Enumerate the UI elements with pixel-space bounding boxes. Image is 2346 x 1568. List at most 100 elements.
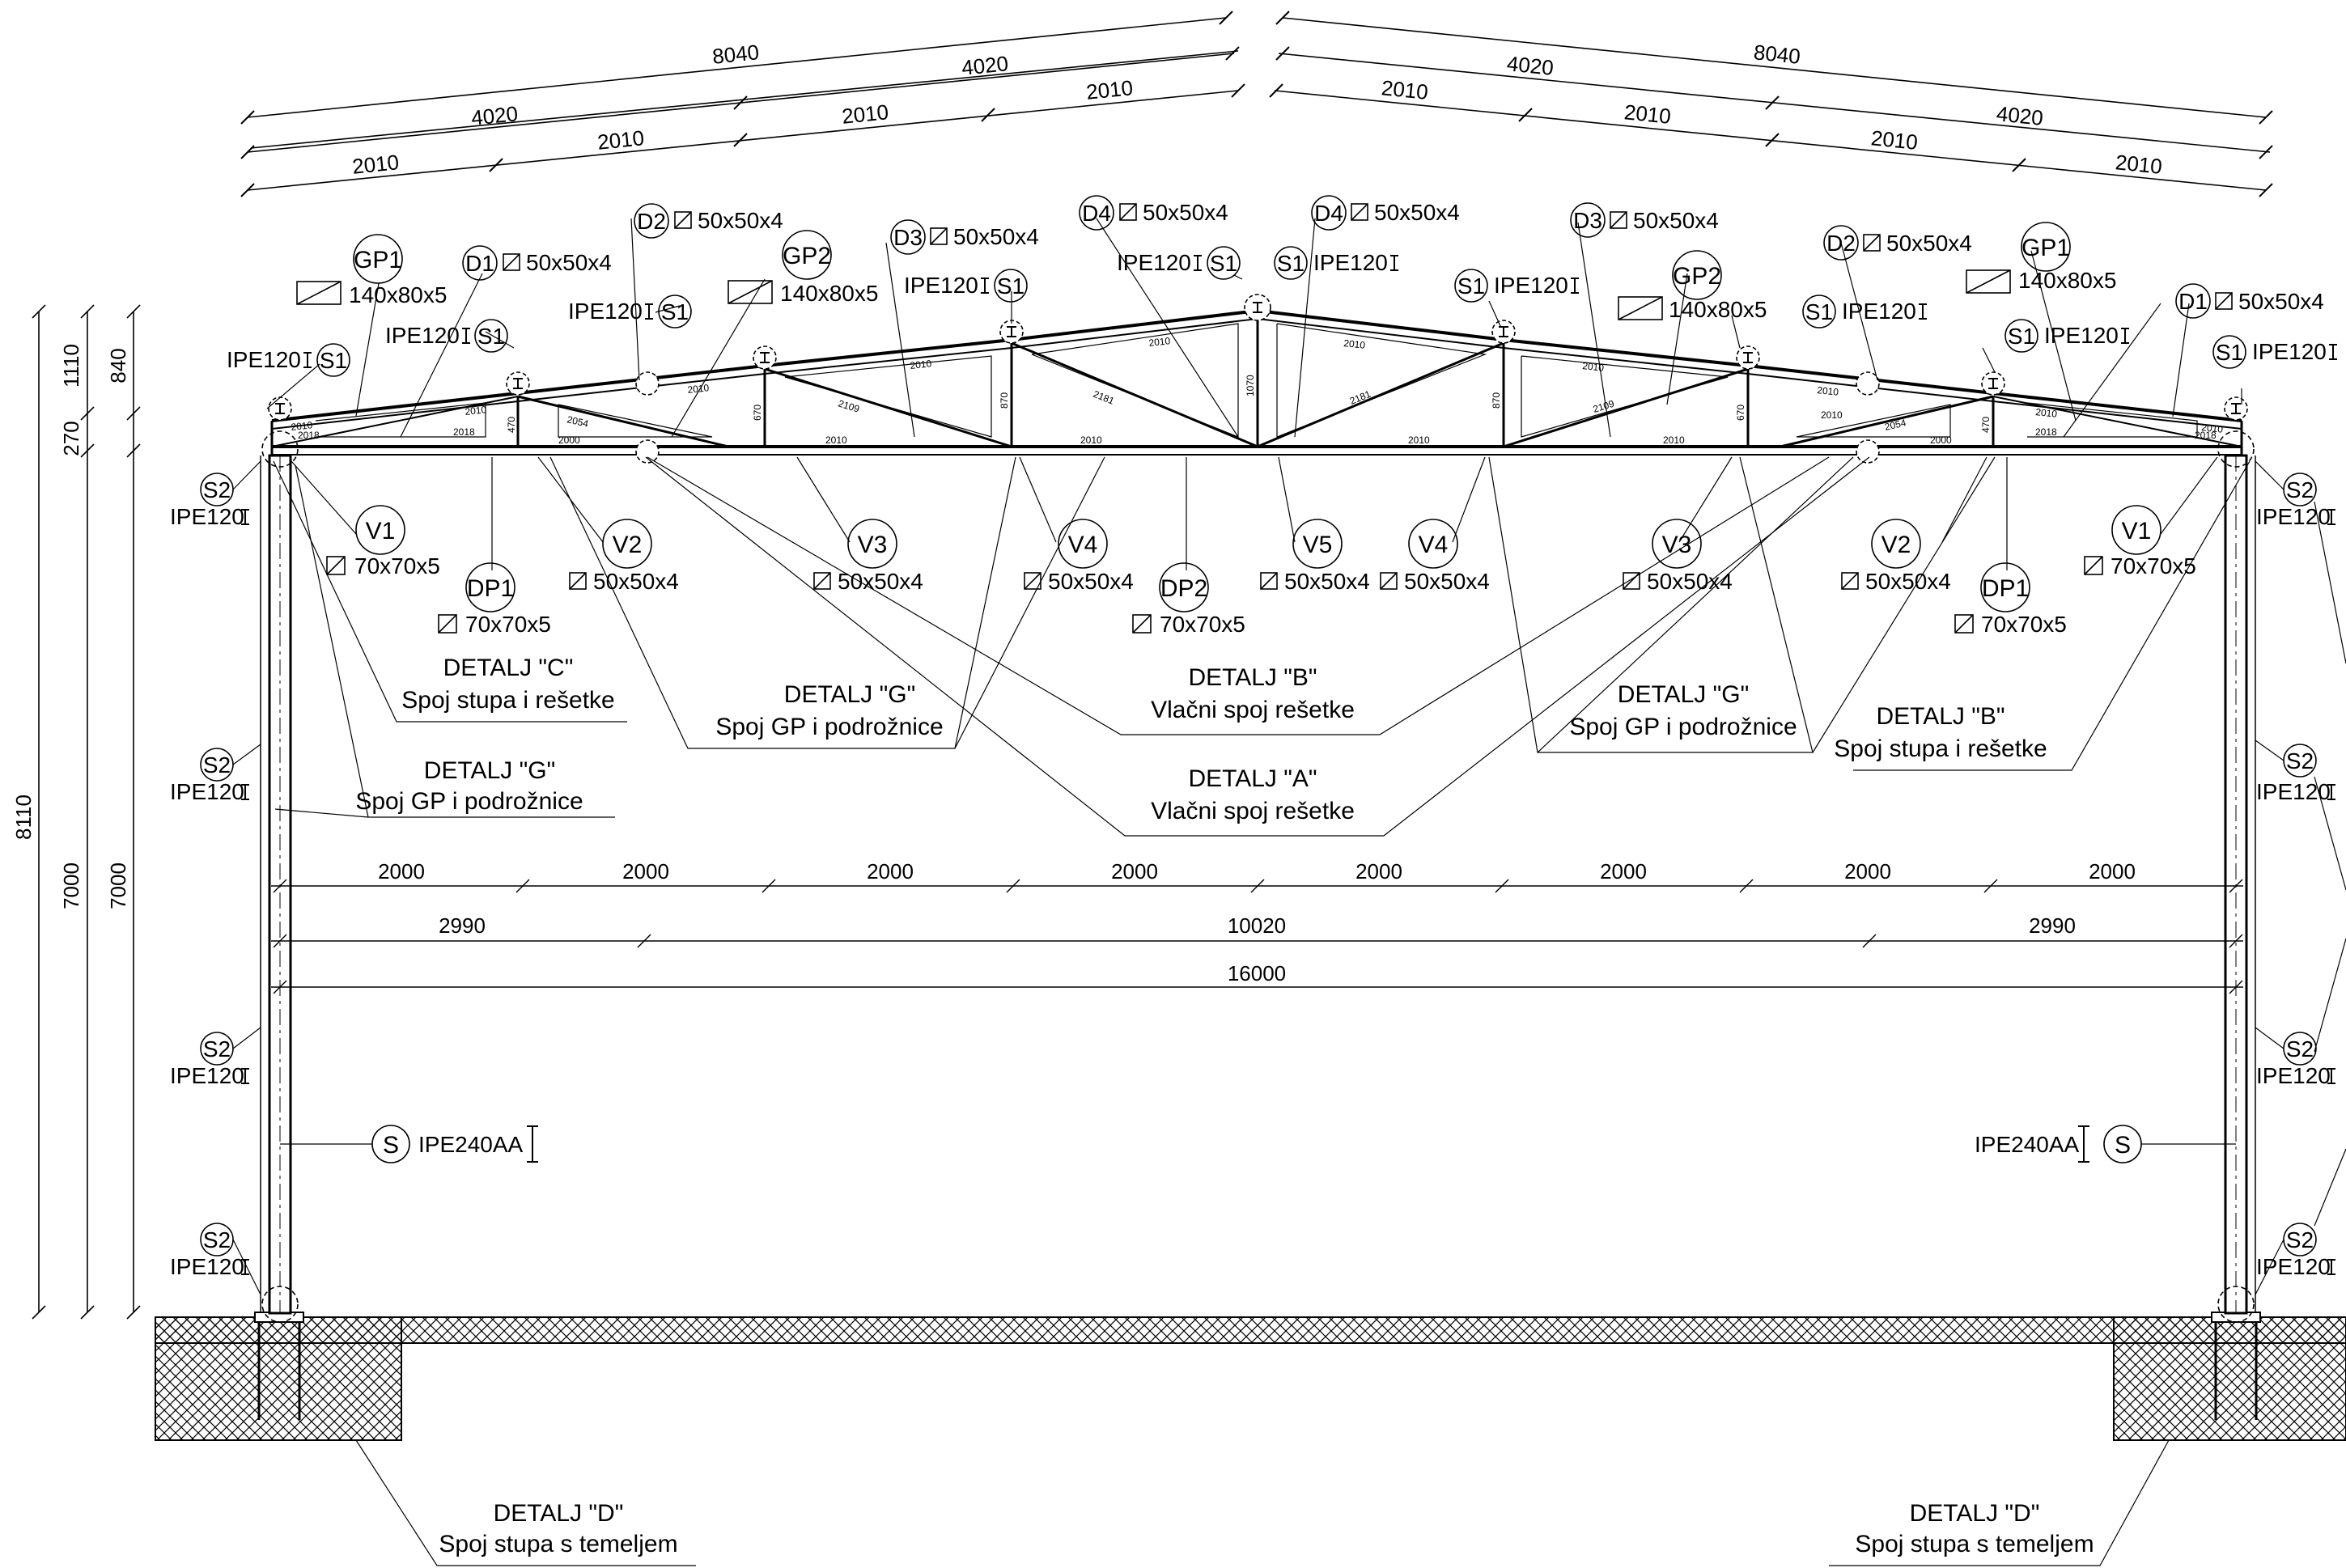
gp1-right-tag: GP1 bbox=[2021, 235, 2070, 261]
s-tag-left: S bbox=[383, 1132, 399, 1159]
s1-label-circles bbox=[316, 246, 2246, 377]
dim-left-8040: 8040 bbox=[711, 40, 761, 69]
detail-g-left-top-title: DETALJ "G" bbox=[784, 681, 915, 708]
d1-right-section: 50x50x4 bbox=[2238, 289, 2324, 314]
dim-left-4020-a: 4020 bbox=[470, 101, 520, 130]
dp1-left-section: 70x70x5 bbox=[465, 612, 551, 637]
truss-top-panel: 2010 bbox=[1343, 337, 1366, 351]
v2-right-section: 50x50x4 bbox=[1865, 569, 1951, 594]
dim-1110: 1110 bbox=[59, 344, 83, 388]
truss-top-panel: 2010 bbox=[1148, 335, 1171, 349]
truss-height: 670 bbox=[1735, 405, 1746, 421]
truss-diagonal: 2054 bbox=[566, 413, 589, 430]
truss-top-panel: 2010 bbox=[687, 382, 710, 396]
truss-end-dim: 2018 bbox=[298, 430, 320, 441]
dim-8110: 8110 bbox=[11, 795, 36, 840]
s1-tag: S1 bbox=[477, 324, 505, 349]
v2-left-tag: V2 bbox=[613, 532, 643, 558]
column-label-leaders bbox=[232, 460, 2346, 1295]
span-2000: 2000 bbox=[2089, 859, 2136, 884]
gp2-right-section: 140x80x5 bbox=[1669, 297, 1767, 322]
detail-c-title: DETALJ "C" bbox=[443, 655, 574, 681]
dp2-section: 70x70x5 bbox=[1160, 612, 1245, 637]
d3-right-section: 50x50x4 bbox=[1633, 208, 1719, 233]
bracing-node-icon bbox=[1856, 371, 1880, 396]
truss-diagonal: 2181 bbox=[1092, 388, 1116, 407]
dim-left-2010-b: 2010 bbox=[596, 125, 646, 155]
v-label-texts: V1 70x70x5 V2 50x50x4 V3 50x50x4 V4 50x5… bbox=[354, 518, 2196, 637]
truss-height: 1070 bbox=[1245, 375, 1256, 396]
span-2000: 2000 bbox=[867, 859, 914, 884]
top-dimension-lines bbox=[247, 17, 2271, 191]
d1-left-tag: D1 bbox=[465, 251, 494, 276]
v4-right-section: 50x50x4 bbox=[1404, 569, 1490, 594]
s1-tag: S1 bbox=[2216, 340, 2243, 365]
s1-section: IPE120 bbox=[1494, 273, 1568, 298]
detail-c-subtitle: Spoj stupa i rešetke bbox=[401, 687, 614, 714]
dp1-right-section: 70x70x5 bbox=[1981, 612, 2067, 637]
detail-b-center-subtitle: Vlačni spoj rešetke bbox=[1151, 697, 1355, 723]
d3-right-tag: D3 bbox=[1573, 208, 1602, 233]
gp2-left-section: 140x80x5 bbox=[780, 281, 878, 306]
dim-left-2010-c: 2010 bbox=[841, 100, 890, 129]
column-node-icon bbox=[2217, 430, 2255, 468]
d-label-texts: D1 50x50x4 D2 50x50x4 D3 50x50x4 D4 50x5… bbox=[465, 200, 2324, 314]
gp-label-texts: GP1 140x80x5 GP2 140x80x5 GP2 140x80x5 G… bbox=[349, 235, 2116, 322]
s2-section: IPE120 bbox=[2256, 1063, 2331, 1088]
truss-height: 470 bbox=[506, 417, 517, 433]
s1-section: IPE120 bbox=[2252, 339, 2327, 364]
s2-tag: S2 bbox=[203, 752, 231, 778]
truss-bottom-panel: 2018 bbox=[2035, 426, 2057, 438]
truss-height: 870 bbox=[1491, 392, 1502, 409]
base-node-icon bbox=[261, 1286, 299, 1323]
d1-right-tag: D1 bbox=[2178, 289, 2208, 314]
dim-right-2010-b: 2010 bbox=[1623, 100, 1673, 129]
v4-left-section: 50x50x4 bbox=[1048, 569, 1134, 594]
dim-840: 840 bbox=[106, 348, 130, 383]
dim-right-4020-a: 4020 bbox=[1506, 51, 1555, 80]
s-section-right: IPE240AA bbox=[1975, 1132, 2080, 1157]
v4-right-tag: V4 bbox=[1419, 532, 1449, 558]
v5-tag: V5 bbox=[1303, 532, 1333, 558]
d-label-circles bbox=[462, 195, 2233, 319]
truss-top-panel: 2010 bbox=[1582, 360, 1605, 374]
truss-top-panel: 2010 bbox=[291, 419, 313, 433]
d4-right-tag: D4 bbox=[1314, 201, 1343, 226]
truss-bottom-panel: 2000 bbox=[558, 434, 580, 446]
s2-section: IPE120 bbox=[2256, 504, 2331, 529]
s2-section: IPE120 bbox=[170, 779, 244, 804]
detail-a-center-subtitle: Vlačni spoj rešetke bbox=[1151, 798, 1355, 824]
foundation-left bbox=[155, 1316, 402, 1441]
truss-height: 870 bbox=[999, 392, 1010, 409]
left-dimension-texts: 8110 1110 270 7000 840 7000 bbox=[11, 344, 130, 909]
floor-slab bbox=[155, 1316, 2346, 1344]
d3-left-tag: D3 bbox=[893, 225, 923, 250]
truss-end-dim: 2018 bbox=[2195, 430, 2217, 441]
d4-left-tag: D4 bbox=[1082, 201, 1111, 226]
v-label-circles bbox=[326, 505, 2161, 634]
v2-left-section: 50x50x4 bbox=[593, 569, 679, 594]
truss-height: 470 bbox=[1980, 417, 1992, 433]
dim-right-2010-d: 2010 bbox=[2115, 150, 2164, 179]
detail-b-right-title: DETALJ "B" bbox=[1876, 703, 2004, 730]
truss-top-panel: 2010 bbox=[910, 358, 932, 371]
truss-bottom-panel: 2010 bbox=[1821, 409, 1843, 421]
d1-left-section: 50x50x4 bbox=[526, 250, 612, 275]
dim-270-a: 270 bbox=[59, 421, 83, 456]
v5-section: 50x50x4 bbox=[1284, 569, 1370, 594]
detail-d-left-title: DETALJ "D" bbox=[494, 1500, 624, 1527]
span-dimension-texts: 2000 2000 2000 2000 2000 2000 2000 2000 … bbox=[378, 859, 2136, 985]
s1-tag: S1 bbox=[1277, 251, 1305, 276]
s2-tag: S2 bbox=[203, 477, 231, 502]
d2-right-tag: D2 bbox=[1826, 231, 1856, 256]
s1-section: IPE120 bbox=[2044, 323, 2119, 348]
span-2000: 2000 bbox=[1844, 859, 1891, 884]
s1-tag: S1 bbox=[1210, 251, 1237, 276]
column-node-icon bbox=[261, 430, 299, 468]
dim-right-4020-b: 4020 bbox=[1996, 101, 2045, 130]
d3-left-section: 50x50x4 bbox=[953, 224, 1039, 249]
column-i-glyphs bbox=[241, 509, 2335, 1275]
s2-tag: S2 bbox=[203, 1036, 231, 1062]
s1-section: IPE120 bbox=[568, 299, 643, 324]
